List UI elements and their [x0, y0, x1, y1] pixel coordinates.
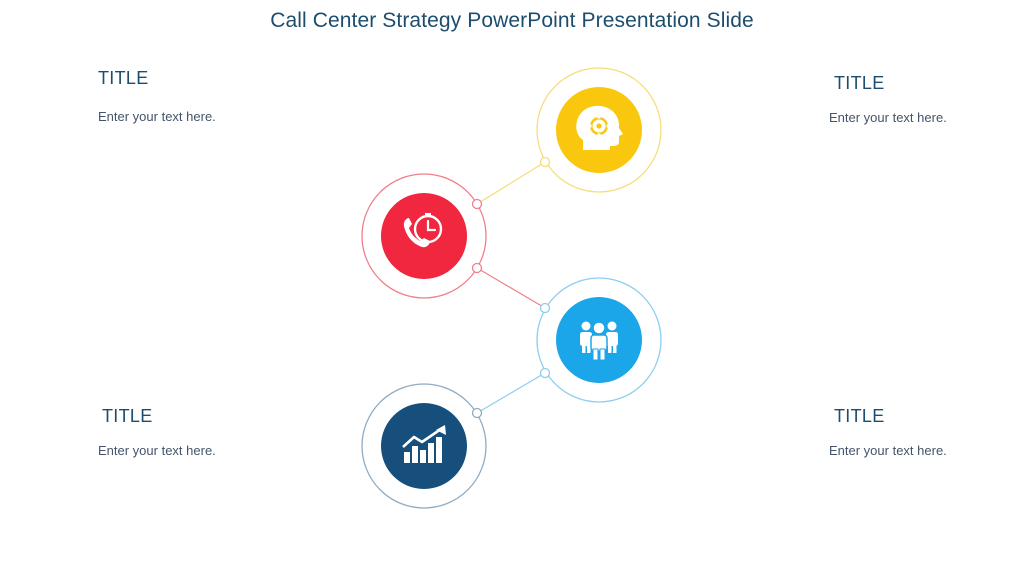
block-title-bottom-right: TITLE	[834, 406, 885, 426]
connector-dot	[539, 367, 551, 379]
node-yellow-ring	[536, 67, 662, 193]
node-blue	[536, 277, 662, 403]
block-text-top-right: Enter your text here.	[829, 110, 947, 125]
node-red	[361, 173, 487, 299]
node-navy-disc	[381, 403, 467, 489]
connector-dot	[471, 407, 483, 419]
node-red-disc	[381, 193, 467, 279]
block-text-bottom-left: Enter your text here.	[98, 443, 216, 458]
node-navy-ring	[361, 383, 487, 509]
block-title-top-right: TITLE	[834, 73, 885, 93]
phone-clock-icon	[403, 212, 443, 248]
node-navy	[361, 383, 487, 509]
head-gear-icon	[576, 105, 623, 150]
block-text-bottom-right: Enter your text here.	[829, 443, 947, 458]
growth-chart-icon	[402, 425, 446, 463]
connector-blue-navy	[476, 372, 546, 414]
connector-red-blue	[476, 267, 546, 309]
slide-title: Call Center Strategy PowerPoint Presenta…	[270, 9, 754, 32]
connector-yellow-red	[476, 161, 546, 205]
connector-dot	[471, 262, 483, 274]
connector-dot	[471, 198, 483, 210]
block-title-bottom-left: TITLE	[102, 406, 153, 426]
node-red-ring	[361, 173, 487, 299]
connector-dot	[539, 156, 551, 168]
node-yellow	[536, 67, 662, 193]
connector-dot	[539, 302, 551, 314]
block-text-top-left: Enter your text here.	[98, 109, 216, 124]
node-blue-ring	[536, 277, 662, 403]
team-people-icon	[580, 321, 618, 361]
block-title-top-left: TITLE	[98, 68, 149, 88]
